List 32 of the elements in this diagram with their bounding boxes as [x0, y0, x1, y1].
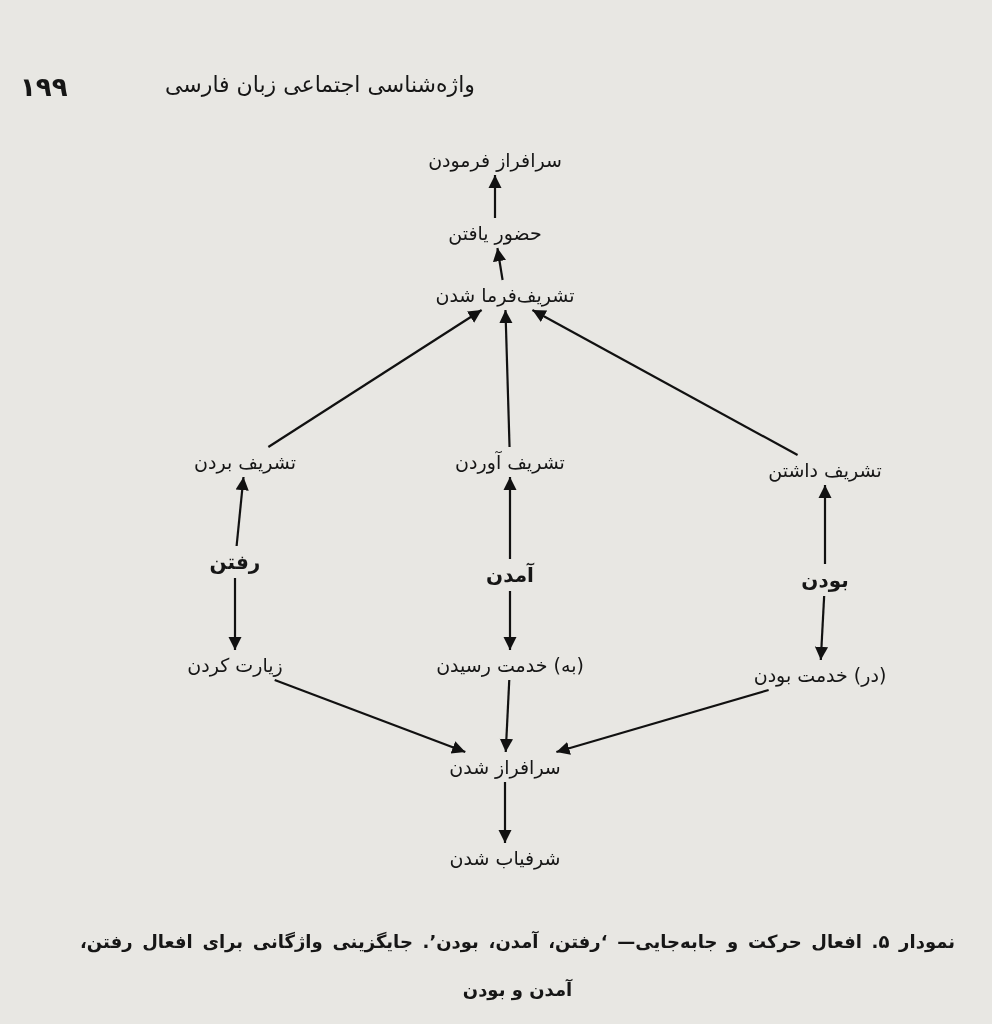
arrow — [228, 578, 242, 650]
verb-label: سرافراز شدن — [443, 752, 567, 782]
arrow — [499, 679, 513, 753]
arrow — [235, 476, 249, 547]
verb-label: تشریف‌فرما شدن — [429, 280, 581, 310]
verb-label: حضور یافتن — [442, 218, 548, 248]
verb-label: تشریف داشتن — [762, 455, 888, 485]
verb-label: رفتن — [203, 546, 267, 578]
verb-label: تشریف بردن — [188, 447, 302, 477]
figure-caption: نمودار ۵. افعال حرکت و جابه‌جایی— ‘رفتن، آمدن، بودن’. جایگزینی واژگانی برای افعال رفتن، آمدن و بودن — [80, 930, 955, 1003]
arrow — [267, 309, 483, 448]
verb-label: آمدن — [480, 559, 540, 591]
running-header: واژه‌شناسی اجتماعی زبان فارسی — [165, 72, 475, 97]
verb-label: (به) خدمت رسیدن — [430, 650, 590, 680]
arrow — [531, 309, 799, 456]
arrow — [499, 309, 513, 448]
arrow — [556, 688, 769, 755]
verb-label: (در) خدمت بودن — [747, 660, 893, 690]
arrow — [274, 678, 466, 754]
verb-label: شرفیاب شدن — [443, 843, 567, 873]
arrow — [503, 477, 517, 559]
arrow — [493, 247, 507, 281]
verb-label: زیارت کردن — [181, 650, 289, 680]
page-number: ۱۹۹ — [20, 72, 68, 102]
verb-label: سرافراز فرمودن — [422, 145, 568, 175]
arrow — [488, 175, 502, 218]
verb-label: تشریف آوردن — [449, 447, 571, 477]
arrow — [814, 595, 829, 661]
arrow — [498, 782, 512, 843]
arrow — [818, 485, 832, 564]
arrow — [503, 591, 517, 650]
verb-label: بودن — [795, 564, 855, 596]
